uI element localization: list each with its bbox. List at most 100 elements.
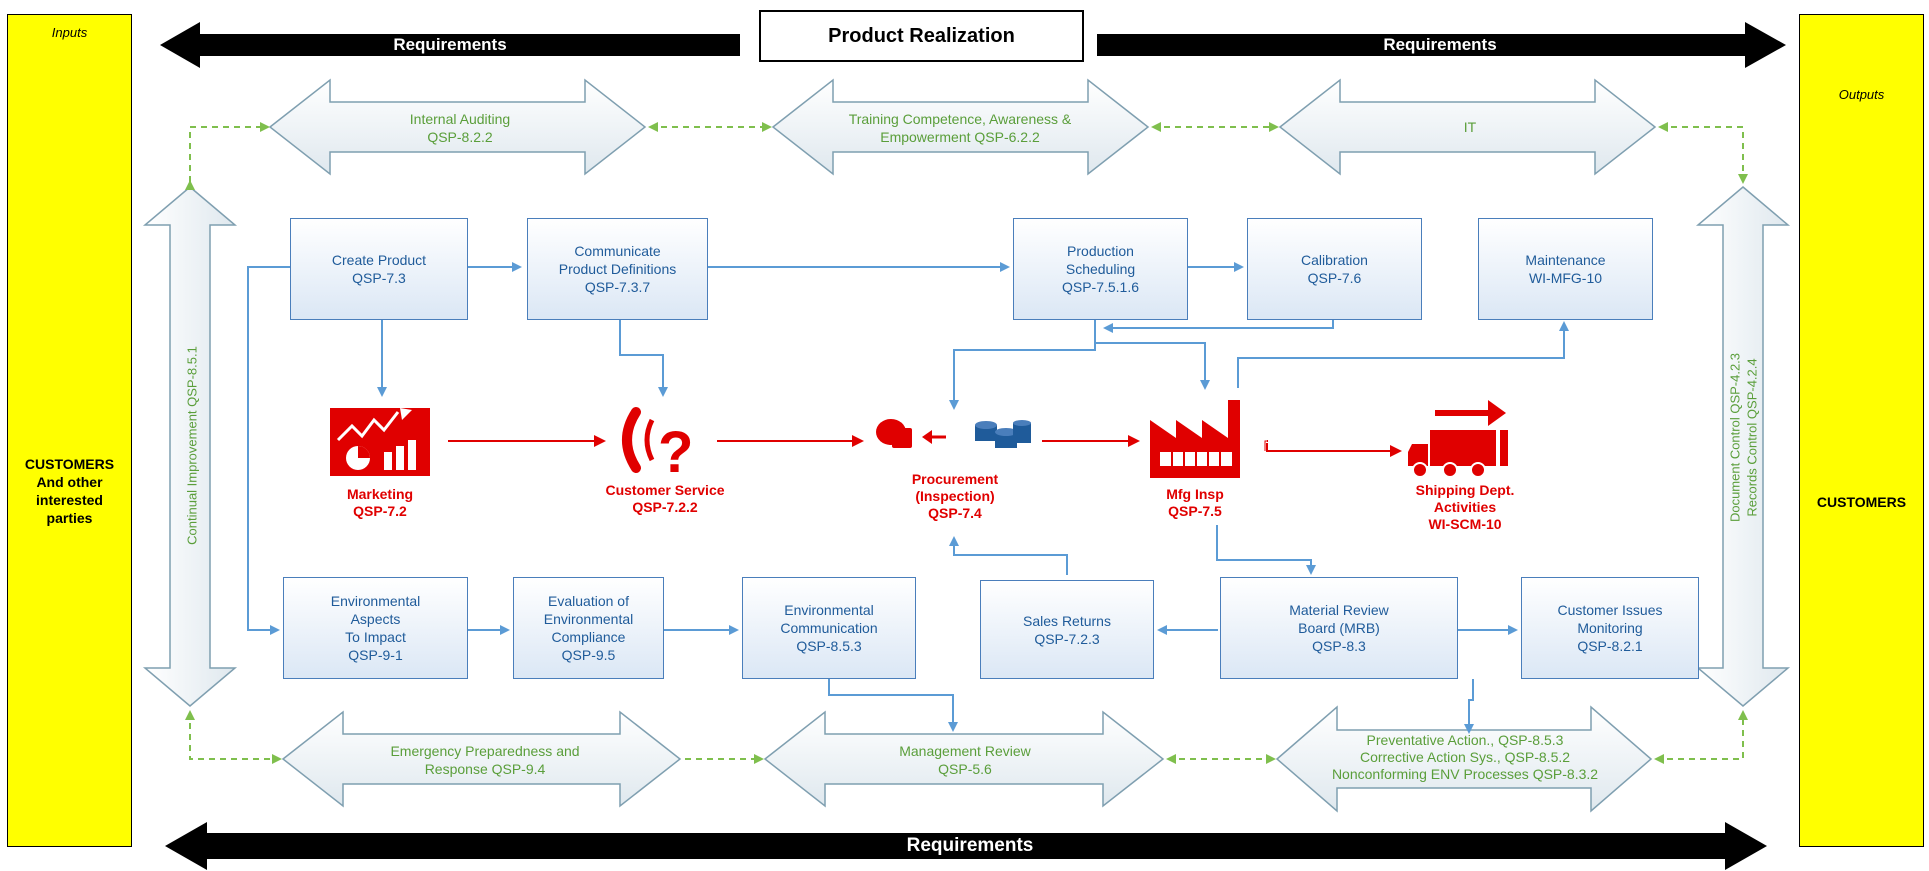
management-review-label: Management Review QSP-5.6 xyxy=(840,742,1090,778)
mfg-insp-label: Mfg Insp QSP-7.5 xyxy=(1135,486,1255,520)
it-arrow xyxy=(1278,78,1657,176)
mfg-insp-line2: QSP-7.5 xyxy=(1168,503,1222,519)
shipping-line1: Shipping Dept. xyxy=(1415,482,1515,498)
management-review-arrow xyxy=(763,710,1165,808)
management-review-line2: QSP-5.6 xyxy=(938,761,992,777)
emergency-label: Emergency Preparedness and Response QSP-… xyxy=(340,742,630,778)
mfg-insp-line1: Mfg Insp xyxy=(1166,486,1224,502)
calibration-box[interactable]: Calibration QSP-7.6 xyxy=(1247,218,1422,320)
create-product-line2: QSP-7.3 xyxy=(352,270,406,286)
environmental-communication-box[interactable]: Environmental Communication QSP-8.5.3 xyxy=(742,577,916,679)
requirements-label-top-left: Requirements xyxy=(393,35,507,54)
customer-service-line2: QSP-7.2.2 xyxy=(632,499,698,515)
marketing-line2: QSP-7.2 xyxy=(353,503,407,519)
inputs-label-line4: parties xyxy=(46,510,93,526)
continual-improvement-label: Continual Improvement QSP-8.5.1 xyxy=(184,346,200,545)
internal-auditing-label: Internal Auditing QSP-8.2.2 xyxy=(340,110,580,146)
production-line1: Production xyxy=(1067,243,1134,259)
requirements-label-top-right: Requirements xyxy=(1383,35,1497,54)
outputs-panel: Outputs CUSTOMERS xyxy=(1799,14,1924,847)
environmental-aspects-box[interactable]: Environmental Aspects To Impact QSP-9-1 xyxy=(283,577,468,679)
material-review-board-box[interactable]: Material Review Board (MRB) QSP-8.3 xyxy=(1220,577,1458,679)
procurement-icon xyxy=(876,419,1031,448)
factory-icon xyxy=(1150,400,1240,478)
production-line2: Scheduling xyxy=(1065,261,1136,277)
training-label: Training Competence, Awareness & Empower… xyxy=(800,110,1120,146)
mrb-line1: Material Review xyxy=(1289,602,1389,618)
evaluation-line4: QSP-9.5 xyxy=(561,647,616,663)
sales-returns-line2: QSP-7.2.3 xyxy=(1034,630,1100,647)
requirements-arrow-top-right xyxy=(1097,22,1786,68)
maintenance-box[interactable]: Maintenance WI-MFG-10 xyxy=(1478,218,1653,320)
customer-issues-line3: QSP-8.2.1 xyxy=(1577,638,1643,654)
inputs-label-line2: And other xyxy=(36,474,103,490)
preventative-line1: Preventative Action., QSP-8.5.3 xyxy=(1366,732,1564,748)
production-line3: QSP-7.5.1.6 xyxy=(1061,279,1140,295)
maintenance-line1: Maintenance xyxy=(1525,252,1606,268)
evaluation-line1: Evaluation of xyxy=(548,593,629,609)
dashed-connectors xyxy=(185,122,1748,764)
maintenance-line2: WI-MFG-10 xyxy=(1528,270,1603,286)
training-line1: Training Competence, Awareness & xyxy=(848,111,1072,127)
mrb-line2: Board (MRB) xyxy=(1298,620,1380,636)
procurement-label: Procurement (Inspection) QSP-7.4 xyxy=(880,471,1030,522)
requirements-arrow-bottom xyxy=(165,822,1767,870)
customer-issues-box[interactable]: Customer Issues Monitoring QSP-8.2.1 xyxy=(1521,577,1699,679)
mrb-line3: QSP-8.3 xyxy=(1312,638,1366,654)
outputs-label: CUSTOMERS xyxy=(1816,494,1907,510)
env-aspects-line4: QSP-9-1 xyxy=(348,647,403,663)
procurement-line3: QSP-7.4 xyxy=(928,505,982,521)
document-control-label: Document Control QSP-4.2.3 xyxy=(1727,352,1743,523)
customer-service-label: Customer Service QSP-7.2.2 xyxy=(580,482,750,516)
inputs-label-line1: CUSTOMERS xyxy=(24,456,115,472)
production-scheduling-box[interactable]: Production Scheduling QSP-7.5.1.6 xyxy=(1013,218,1188,320)
calibration-line2: QSP-7.6 xyxy=(1307,270,1362,286)
it-label: IT xyxy=(1463,119,1477,135)
requirements-label-bottom: Requirements xyxy=(906,835,1034,856)
communicate-line1: Communicate xyxy=(574,243,661,259)
env-aspects-line2: Aspects xyxy=(350,611,401,627)
internal-auditing-line1: Internal Auditing xyxy=(409,111,511,127)
env-comm-line1: Environmental xyxy=(784,602,874,618)
preventative-line3: Nonconforming ENV Processes QSP-8.3.2 xyxy=(1331,766,1599,782)
continual-improvement-arrow xyxy=(142,186,238,707)
sales-returns-box[interactable]: Sales Returns QSP-7.2.3 xyxy=(980,580,1154,679)
inputs-heading: Inputs xyxy=(51,25,88,40)
internal-auditing-line2: QSP-8.2.2 xyxy=(427,129,493,145)
shipping-label: Shipping Dept. Activities WI-SCM-10 xyxy=(1380,482,1550,533)
shipping-truck-icon xyxy=(1408,400,1508,478)
shipping-line2: Activities xyxy=(1433,499,1497,515)
customer-service-line1: Customer Service xyxy=(605,482,725,498)
emergency-line2: Response QSP-9.4 xyxy=(424,761,546,777)
evaluation-line3: Compliance xyxy=(551,629,626,645)
env-comm-line3: QSP-8.5.3 xyxy=(796,638,862,654)
requirements-arrow-top-left xyxy=(160,22,740,68)
marketing-line1: Marketing xyxy=(346,486,414,502)
customer-issues-line1: Customer Issues xyxy=(1557,602,1663,618)
emergency-arrow xyxy=(281,710,682,808)
calibration-line1: Calibration xyxy=(1301,252,1368,268)
inputs-label: CUSTOMERS And other interested parties xyxy=(8,455,131,527)
procurement-line1: Procurement xyxy=(911,471,999,487)
training-arrow xyxy=(771,78,1150,176)
marketing-label: Marketing QSP-7.2 xyxy=(310,486,450,520)
create-product-box[interactable]: Create Product QSP-7.3 xyxy=(290,218,468,320)
diagram-title: Product Realization xyxy=(759,10,1084,62)
evaluation-line2: Environmental xyxy=(543,611,634,627)
marketing-chart-icon xyxy=(330,408,430,476)
customer-service-icon: ? xyxy=(622,407,693,485)
red-flow xyxy=(448,435,1402,457)
training-line2: Empowerment QSP-6.2.2 xyxy=(880,129,1040,145)
inputs-label-line3: interested xyxy=(36,492,103,508)
evaluation-compliance-box[interactable]: Evaluation of Environmental Compliance Q… xyxy=(513,577,664,679)
records-control-label: Records Control QSP-4.2.4 xyxy=(1744,358,1760,517)
blue-connectors xyxy=(247,262,1569,734)
preventative-action-arrow xyxy=(1275,705,1653,813)
sales-returns-line1: Sales Returns xyxy=(1023,612,1111,629)
preventative-action-label: Preventative Action., QSP-8.5.3 Correcti… xyxy=(1310,732,1620,783)
procurement-line2: (Inspection) xyxy=(915,488,995,504)
svg-text:?: ? xyxy=(658,420,693,485)
communicate-product-box[interactable]: Communicate Product Definitions QSP-7.3.… xyxy=(527,218,708,320)
